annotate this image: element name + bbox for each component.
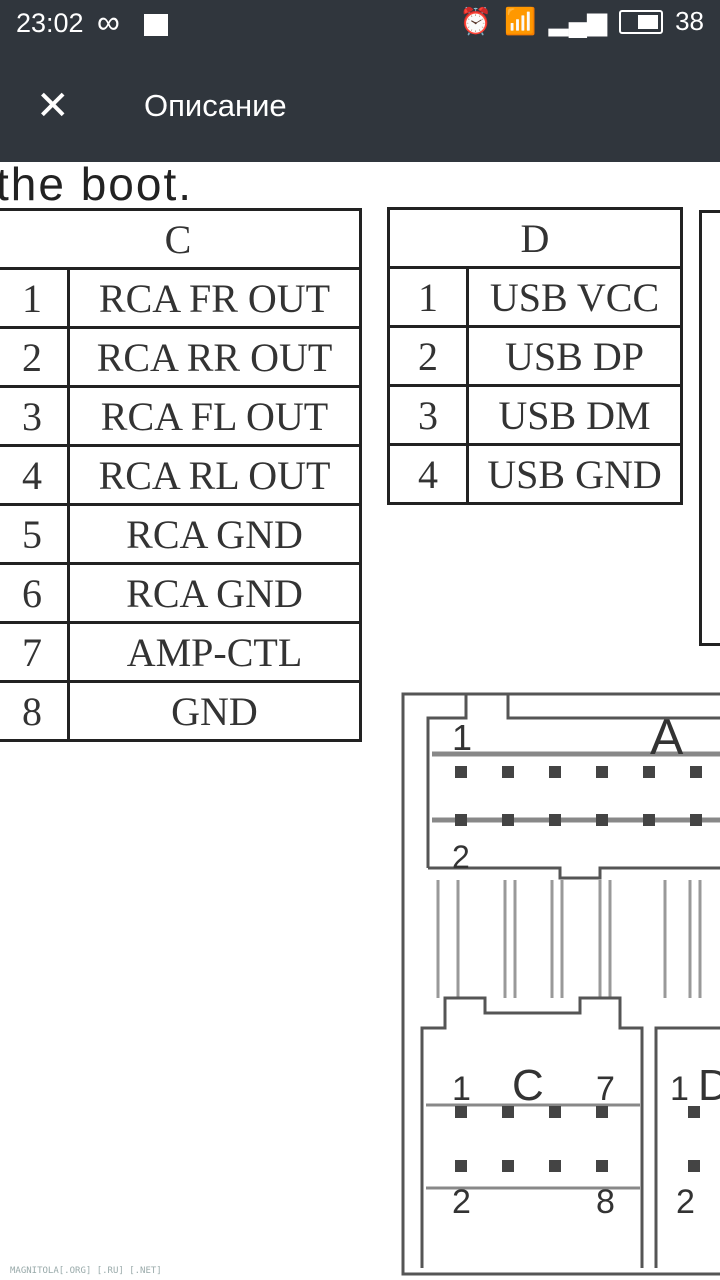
- pin: [690, 814, 702, 826]
- alarm-icon: ⏰: [459, 6, 493, 36]
- status-bar: 23:02 ∞ ⏰ 📶 ▂▄▆ 38: [0, 0, 720, 50]
- clock: 23:02: [16, 8, 84, 38]
- pin-function: RCA GND: [67, 503, 362, 565]
- pin-function: USB VCC: [466, 266, 683, 328]
- app-header: 23:02 ∞ ⏰ 📶 ▂▄▆ 38 ✕ Описание: [0, 0, 720, 162]
- pin: [596, 1106, 608, 1118]
- connector-label: A: [650, 709, 684, 765]
- pin: [455, 766, 467, 778]
- pin-number: 1: [387, 266, 469, 328]
- pin: [596, 814, 608, 826]
- connector-label: D: [698, 1061, 720, 1110]
- pin: [688, 1160, 700, 1172]
- connector-outline: [401, 692, 720, 1276]
- pin-label: 1: [452, 1070, 471, 1108]
- pin-number: 1: [0, 267, 70, 329]
- pin-function: GND: [67, 680, 362, 742]
- pin: [549, 1160, 561, 1172]
- pin: [549, 814, 561, 826]
- partial-table: [699, 210, 720, 646]
- pin-function: RCA RL OUT: [67, 444, 362, 506]
- partial-text: the boot.: [0, 158, 194, 210]
- pin-number: 3: [0, 385, 70, 447]
- pin: [502, 766, 514, 778]
- pin-function: AMP-CTL: [67, 621, 362, 683]
- pin-label: 2: [452, 1183, 471, 1221]
- pin: [455, 1160, 467, 1172]
- pin: [502, 1160, 514, 1172]
- pin: [596, 1160, 608, 1172]
- pin-number: 2: [387, 325, 469, 387]
- table-header: D: [387, 207, 683, 269]
- wifi-icon: 📶: [504, 6, 537, 36]
- table-header: C: [0, 208, 362, 270]
- pin-function: RCA FR OUT: [67, 267, 362, 329]
- pin: [455, 1106, 467, 1118]
- signal-icon: ▂▄▆: [548, 6, 608, 36]
- battery-icon: [619, 9, 664, 34]
- pin-label: 2: [452, 839, 470, 875]
- pin-number: 2: [0, 326, 70, 388]
- pin-number: 3: [387, 384, 469, 446]
- pin-function: RCA GND: [67, 562, 362, 624]
- pin: [643, 766, 655, 778]
- pin-function: RCA FL OUT: [67, 385, 362, 447]
- pin: [688, 1106, 700, 1118]
- pin-function: USB GND: [466, 443, 683, 505]
- pin: [502, 1106, 514, 1118]
- pin-label: 2: [676, 1183, 695, 1221]
- pin-function: USB DM: [466, 384, 683, 446]
- pin-number: 5: [0, 503, 70, 565]
- pin: [502, 814, 514, 826]
- close-button[interactable]: ✕: [36, 84, 70, 128]
- pin-function: RCA RR OUT: [67, 326, 362, 388]
- pin-number: 4: [0, 444, 70, 506]
- pin-label: 8: [596, 1183, 615, 1221]
- pin: [549, 1106, 561, 1118]
- pin-label: 7: [596, 1070, 615, 1108]
- connector-diagram: 1 A 2 1 C 7 2 8 1 D 2: [401, 692, 720, 1276]
- pin-number: 4: [387, 443, 469, 505]
- pin: [596, 766, 608, 778]
- battery-level: 38: [675, 6, 704, 36]
- pin: [549, 766, 561, 778]
- infinity-icon: ∞: [97, 4, 120, 40]
- watermark: MAGNITOLA[.ORG] [.RU] [.NET]: [10, 1266, 162, 1276]
- pin: [690, 766, 702, 778]
- pin-number: 6: [0, 562, 70, 624]
- pin-number: 7: [0, 621, 70, 683]
- connector-a-shell: [426, 692, 720, 868]
- pin-label: 1: [452, 717, 472, 758]
- image-icon: [144, 14, 168, 36]
- page-title: Описание: [144, 88, 287, 123]
- pin-function: USB DP: [466, 325, 683, 387]
- connector-label: C: [512, 1061, 544, 1110]
- pin-number: 8: [0, 680, 70, 742]
- pin-label: 1: [670, 1070, 689, 1108]
- pin: [455, 814, 467, 826]
- pin: [643, 814, 655, 826]
